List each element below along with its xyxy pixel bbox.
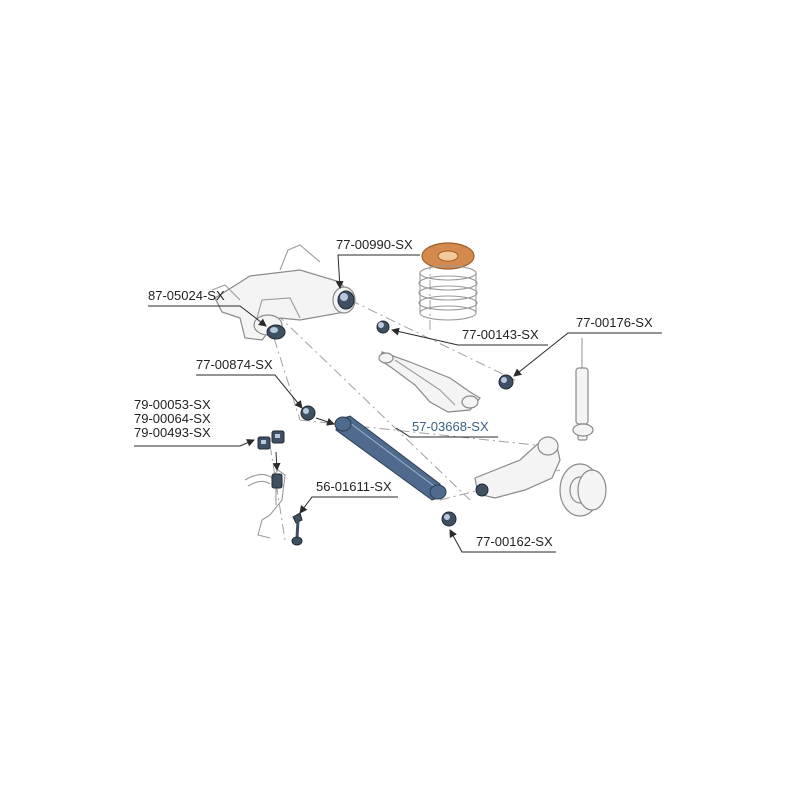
label-77-00990: 77-00990-SX: [336, 237, 413, 252]
upper-control-arm: [378, 351, 481, 413]
knuckle-bush-77-00162: [441, 511, 457, 527]
label-57-03668: 57-03668-SX: [412, 419, 489, 434]
label-77-00162: 77-00162-SX: [476, 534, 553, 549]
label-79-00493: 79-00493-SX: [134, 425, 211, 440]
link-bush-77-00874: [300, 405, 316, 421]
sway-bush-79-00053: [257, 430, 285, 450]
top-bush-77-00990: [337, 290, 355, 310]
label-56-01611: 56-01611-SX: [316, 479, 392, 494]
sway-bar: [244, 469, 286, 539]
label-79-00064: 79-00064-SX: [134, 411, 211, 426]
label-87-05024: 87-05024-SX: [148, 288, 225, 303]
label-77-00176: 77-00176-SX: [576, 315, 653, 330]
subframe: [211, 244, 356, 341]
leader-lines: [134, 254, 662, 553]
shock-bush-77-00176: [498, 374, 514, 390]
label-79-00053: 79-00053-SX: [134, 397, 211, 412]
trailing-arm-57-03668: [334, 415, 447, 501]
upper-arm-bush-77-00143: [376, 320, 390, 334]
label-77-00143: 77-00143-SX: [462, 327, 539, 342]
coil-spring: [418, 242, 478, 321]
shock-absorber: [572, 338, 594, 441]
label-77-00874: 77-00874-SX: [196, 357, 273, 372]
subframe-bush-87-05024: [266, 324, 286, 340]
knuckle-hub: [474, 436, 607, 517]
sway-clamp: [271, 473, 283, 489]
drop-link-56-01611: [291, 512, 303, 546]
